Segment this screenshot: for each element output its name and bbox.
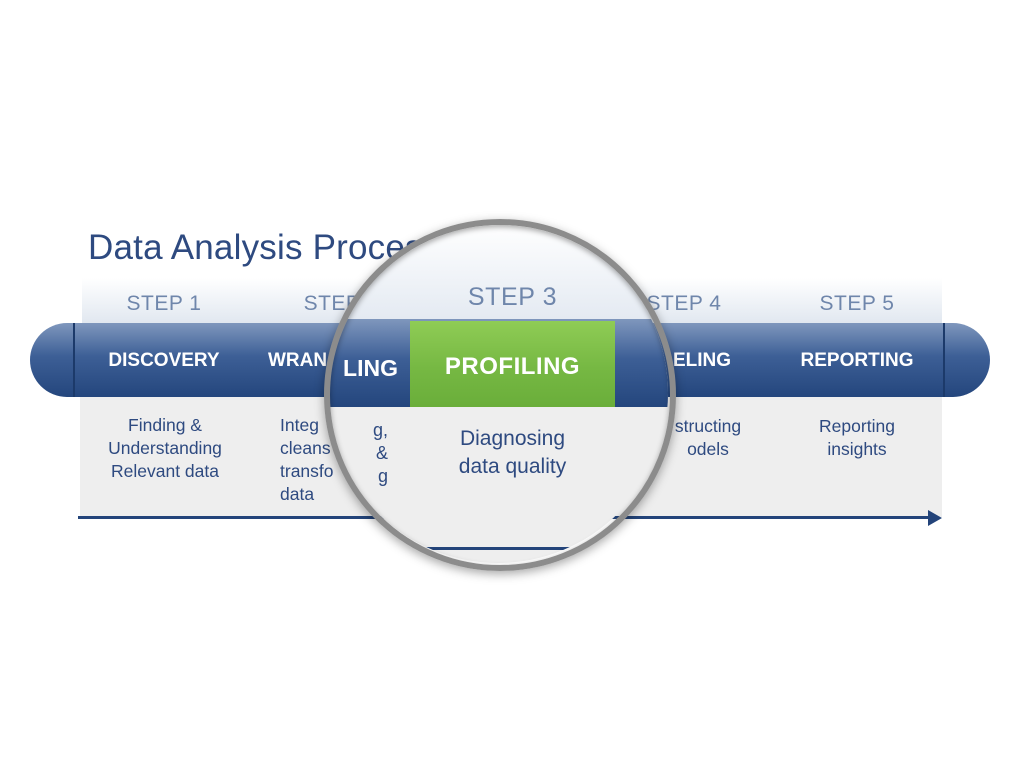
stage-modeling: ELING (672, 350, 732, 371)
stage-reporting: REPORTING (800, 350, 914, 371)
step-5-label: STEP 5 (819, 292, 895, 315)
bar-right-cap-divider (943, 323, 945, 397)
magnifier-ring (324, 219, 676, 571)
step-1-label: STEP 1 (126, 292, 202, 315)
stage-discovery: DISCOVERY (108, 350, 220, 371)
stage-wrangling: WRAN (268, 350, 328, 371)
desc-reporting: Reporting insights (819, 416, 895, 459)
bar-left-cap-divider (73, 323, 75, 397)
desc-wrangling: Integ cleans transfo data (280, 415, 334, 504)
desc-modeling: structing odels (674, 416, 742, 459)
desc-discovery: Finding & Understanding Relevant data (108, 415, 222, 481)
arrow-right-icon (928, 510, 942, 526)
